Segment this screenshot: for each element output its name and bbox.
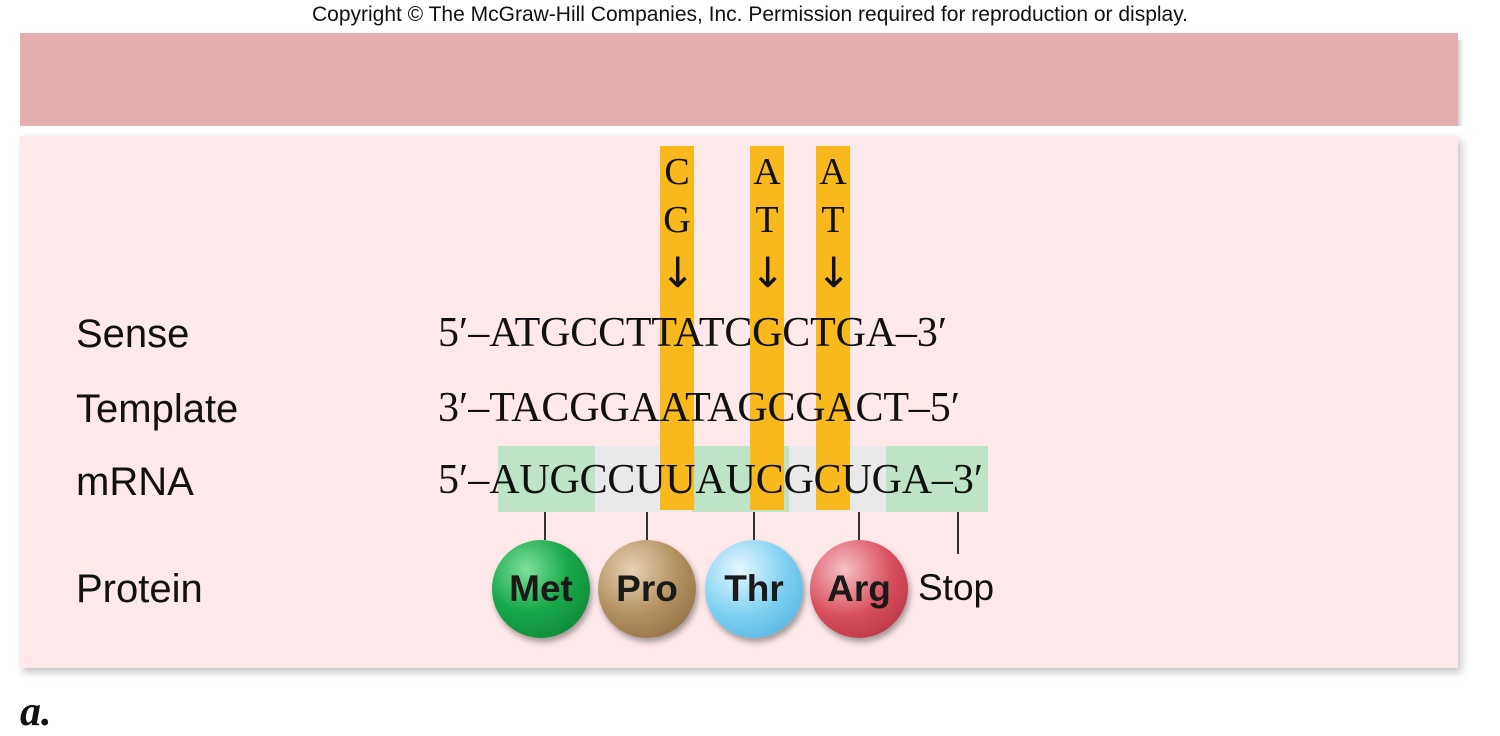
template-prefix: 3′–	[438, 385, 490, 431]
stop-label: Stop	[918, 567, 995, 608]
mrna-sequence: 5′–AUGCCUUAUCGCUGA–3′	[438, 456, 983, 504]
mutation-2-bottom: T	[755, 199, 779, 241]
sense-suffix: –3′	[895, 310, 948, 356]
header-band	[20, 33, 1458, 126]
amino-acid-thr: Thr	[705, 540, 803, 638]
mutation-3-top: A	[819, 151, 847, 193]
mrna-label: mRNA	[76, 460, 194, 504]
panel-label: a.	[20, 689, 52, 735]
codon-tick-1	[544, 512, 546, 540]
amino-acid-pro: Pro	[598, 540, 696, 638]
sense-bases: ATGCCTTATCGCTGA	[489, 310, 896, 356]
mrna-prefix: 5′–	[438, 457, 490, 503]
mutation-2-top: A	[753, 151, 781, 193]
mrna-suffix: –3′	[931, 457, 984, 503]
mutation-3-arrow: ↓	[816, 248, 852, 297]
mutation-1-top: C	[664, 151, 690, 193]
codon-tick-3	[753, 512, 755, 540]
mrna-bases: AUGCCUUAUCGCUGA	[489, 457, 932, 503]
sense-sequence: 5′–ATGCCTTATCGCTGA–3′	[438, 309, 947, 357]
header-band-shadow	[1458, 40, 1464, 126]
codon-tick-2	[646, 512, 648, 540]
mutation-3-bottom: T	[821, 199, 845, 241]
mutation-1-arrow: ↓	[660, 248, 696, 297]
codon-box-1	[498, 446, 595, 512]
template-suffix: –5′	[908, 385, 960, 431]
template-bases: TACGGAATAGCGACT	[489, 385, 909, 431]
mutation-highlight-3	[816, 146, 850, 510]
mutation-1-bottom: G	[663, 199, 691, 241]
mutation-highlight-2	[750, 146, 784, 510]
template-sequence: 3′–TACGGAATAGCGACT–5′	[438, 384, 960, 432]
mutation-highlight-1	[660, 146, 694, 510]
mutation-2-arrow: ↓	[750, 248, 786, 297]
sense-prefix: 5′–	[438, 310, 490, 356]
copyright-notice: Copyright © The McGraw-Hill Companies, I…	[311, 3, 1189, 26]
amino-acid-arg: Arg	[810, 540, 908, 638]
protein-label: Protein	[76, 567, 203, 611]
sense-label: Sense	[76, 312, 190, 356]
codon-tick-5	[957, 512, 959, 554]
amino-acid-met: Met	[492, 540, 590, 638]
codon-box-5	[886, 446, 988, 512]
template-label: Template	[76, 387, 239, 431]
codon-tick-4	[858, 512, 860, 540]
